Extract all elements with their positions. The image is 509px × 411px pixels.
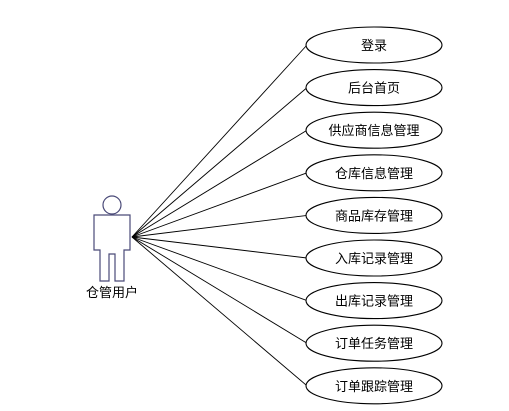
association-line [131, 236, 308, 259]
use-case-ellipse [305, 111, 443, 149]
use-case: 后台首页 [305, 69, 443, 107]
association-line [131, 44, 308, 238]
use-case-label: 订单跟踪管理 [335, 380, 413, 395]
use-case: 订单任务管理 [305, 324, 443, 362]
association-line [131, 236, 308, 387]
use-case: 供应商信息管理 [305, 111, 443, 149]
use-case-label: 入库记录管理 [335, 251, 413, 267]
association-line [131, 129, 308, 238]
association-line [131, 236, 308, 302]
association-line [131, 236, 308, 344]
use-case: 入库记录管理 [305, 239, 443, 277]
use-case-label: 供应商信息管理 [328, 123, 419, 139]
use-case-label: 登录 [361, 39, 387, 54]
association-line [131, 214, 308, 238]
use-case: 登录 [305, 26, 443, 64]
use-case-ellipse [305, 154, 443, 192]
use-case-ellipse [305, 367, 443, 405]
use-case: 订单跟踪管理 [305, 367, 443, 405]
use-case-ellipse [305, 196, 443, 234]
use-case-label: 后台首页 [348, 82, 400, 97]
association-lines [131, 44, 308, 387]
use-case: 商品库存管理 [305, 196, 443, 234]
association-line [131, 172, 308, 238]
association-line [131, 87, 308, 238]
use-case: 仓库信息管理 [305, 154, 443, 192]
actor-figure: 仓管用户 [86, 195, 138, 301]
use-case-ellipse [305, 239, 443, 277]
use-case-label: 订单任务管理 [335, 336, 413, 352]
actor-body [93, 214, 131, 282]
actor-label: 仓管用户 [86, 285, 138, 301]
use-case-label: 出库记录管理 [335, 294, 413, 310]
use-case-ellipse [305, 26, 443, 64]
use-case-ellipse [305, 324, 443, 362]
use-case-ellipse [305, 282, 443, 320]
use-case-label: 商品库存管理 [335, 208, 413, 224]
use-cases: 登录后台首页供应商信息管理仓库信息管理商品库存管理入库记录管理出库记录管理订单任… [305, 26, 443, 405]
use-case-ellipse [305, 69, 443, 107]
use-case-label: 仓库信息管理 [335, 166, 413, 182]
actor-head [102, 195, 122, 215]
use-case: 出库记录管理 [305, 282, 443, 320]
